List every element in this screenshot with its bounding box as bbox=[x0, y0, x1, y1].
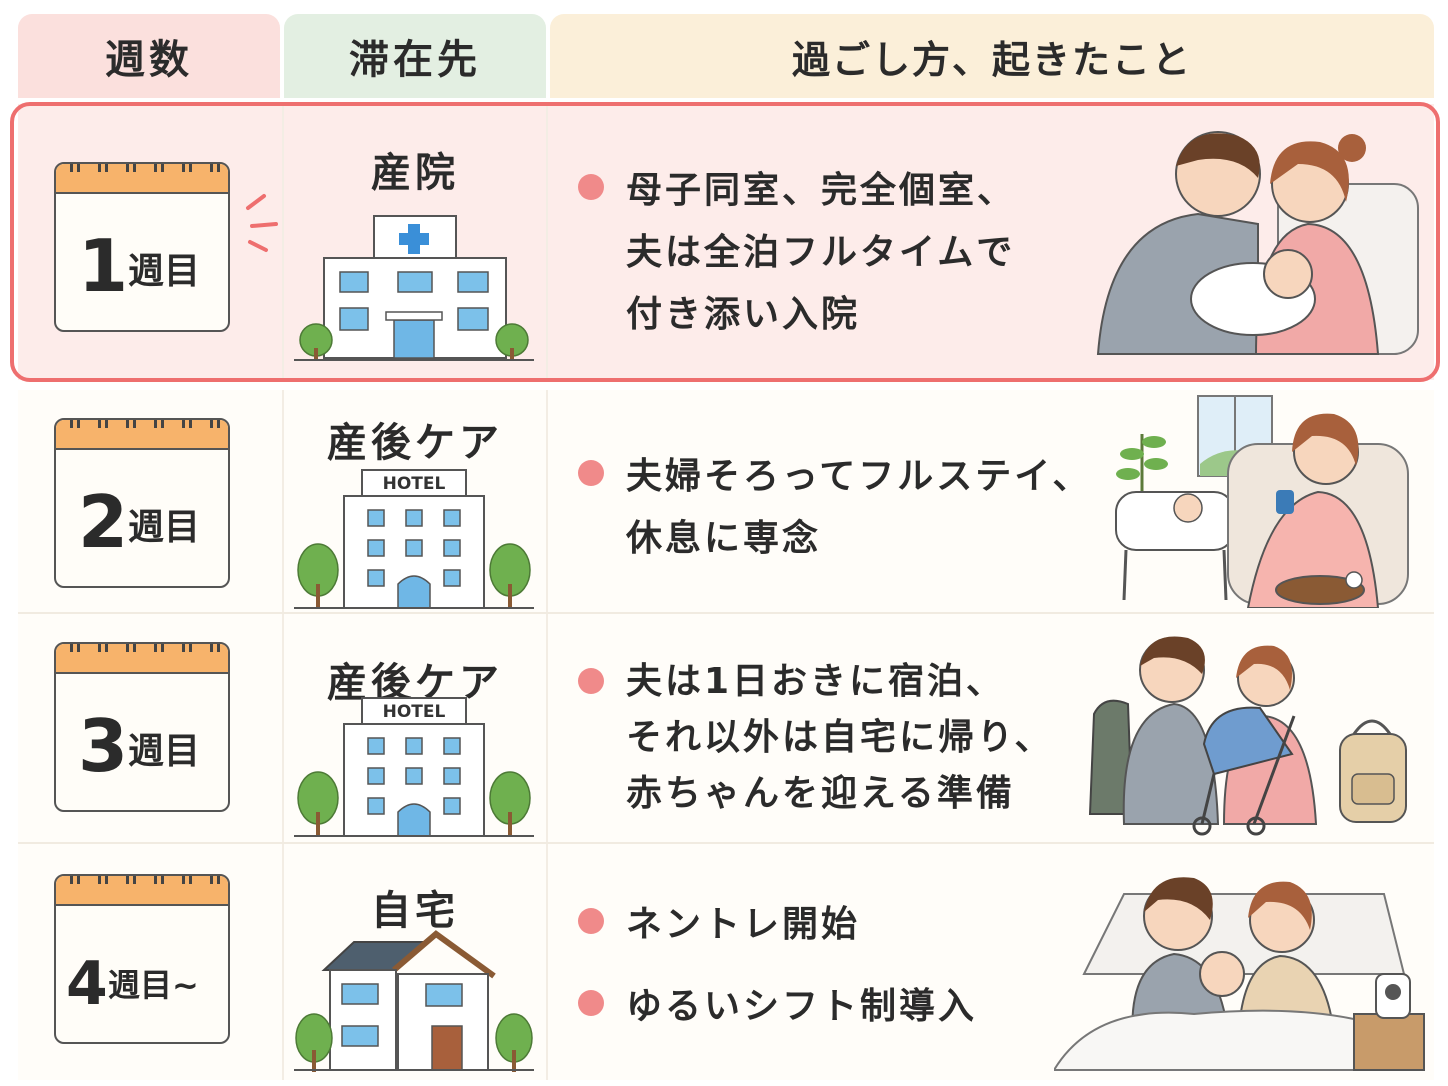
couple-with-newborn-illustration bbox=[1096, 131, 1419, 355]
hotel-sign: HOTEL bbox=[383, 702, 446, 722]
week-unit: 週目 bbox=[128, 251, 201, 292]
list-item: 母子同室、完全個室、 夫は全泊フルタイムで 付き添い入院 bbox=[578, 160, 1016, 346]
bullet-dot-icon bbox=[578, 668, 604, 694]
header-what: 過ごし方、起きたこと bbox=[550, 14, 1434, 98]
hospital-icon bbox=[294, 215, 534, 361]
house-icon bbox=[294, 930, 534, 1072]
calendar-icon: 1 週目 bbox=[54, 162, 230, 332]
hotel-icon: HOTEL bbox=[294, 697, 534, 837]
bullet-dot-icon bbox=[578, 990, 604, 1016]
row-1-notes: 母子同室、完全個室、 夫は全泊フルタイムで 付き添い入院 bbox=[578, 160, 1016, 346]
list-item: 夫は1日おきに宿泊、 それ以外は自宅に帰り、 赤ちゃんを迎える準備 bbox=[578, 654, 1054, 822]
bullet-dot-icon bbox=[578, 460, 604, 486]
emphasis-burst-icon bbox=[246, 194, 278, 252]
row-2-notes: 夫婦そろってフルステイ、 休息に専念 bbox=[578, 446, 1091, 570]
calendar-icon: 2 週目 bbox=[54, 418, 230, 588]
schedule-table: 週数 滞在先 過ごし方、起きたこと 1 週目 産院 bbox=[10, 14, 1440, 1080]
row-4-notes: ネントレ開始 ゆるいシフト制導入 bbox=[578, 894, 977, 1038]
couple-with-stroller-illustration bbox=[1088, 636, 1407, 836]
table-row-week-2: 2 週目 産後ケア HOTEL 夫婦そろってフルステイ、 bbox=[18, 390, 1434, 614]
table-row-week-3: 3 週目 産後ケア HOTEL 夫は1日おきに宿泊、 bbox=[18, 614, 1434, 844]
list-item: 夫婦そろってフルステイ、 休息に専念 bbox=[578, 446, 1091, 570]
list-item: ゆるいシフト制導入 bbox=[578, 976, 977, 1038]
week-number: 3 bbox=[78, 704, 129, 788]
week-unit: 週目 bbox=[128, 731, 201, 772]
stay-name: 産院 bbox=[371, 150, 459, 196]
header-week: 週数 bbox=[18, 14, 280, 98]
row-3-notes: 夫は1日おきに宿泊、 それ以外は自宅に帰り、 赤ちゃんを迎える準備 bbox=[578, 654, 1054, 822]
calendar-icon: 4 週目~ bbox=[54, 874, 230, 1044]
bullet-dot-icon bbox=[578, 908, 604, 934]
week-number: 1 bbox=[78, 224, 129, 308]
stay-name: 自宅 bbox=[371, 888, 459, 934]
week-unit: 週目~ bbox=[108, 966, 199, 1004]
table-row-week-1: 1 週目 産院 bbox=[18, 104, 1434, 380]
hotel-icon: HOTEL bbox=[294, 469, 534, 609]
bullet-dot-icon bbox=[578, 174, 604, 200]
table-row-week-4: 4 週目~ 自宅 ネントレ開始 bbox=[18, 844, 1434, 1080]
header-stay: 滞在先 bbox=[284, 14, 546, 98]
hotel-sign: HOTEL bbox=[383, 474, 446, 494]
mother-resting-with-bassinet-illustration bbox=[1115, 395, 1409, 608]
week-number: 2 bbox=[78, 480, 129, 564]
week-unit: 週目 bbox=[128, 507, 201, 548]
family-in-bed-illustration bbox=[1054, 877, 1425, 1071]
week-number: 4 bbox=[66, 949, 108, 1019]
stay-name: 産後ケア bbox=[327, 420, 503, 466]
list-item: ネントレ開始 bbox=[578, 894, 977, 956]
calendar-icon: 3 週目 bbox=[54, 642, 230, 812]
